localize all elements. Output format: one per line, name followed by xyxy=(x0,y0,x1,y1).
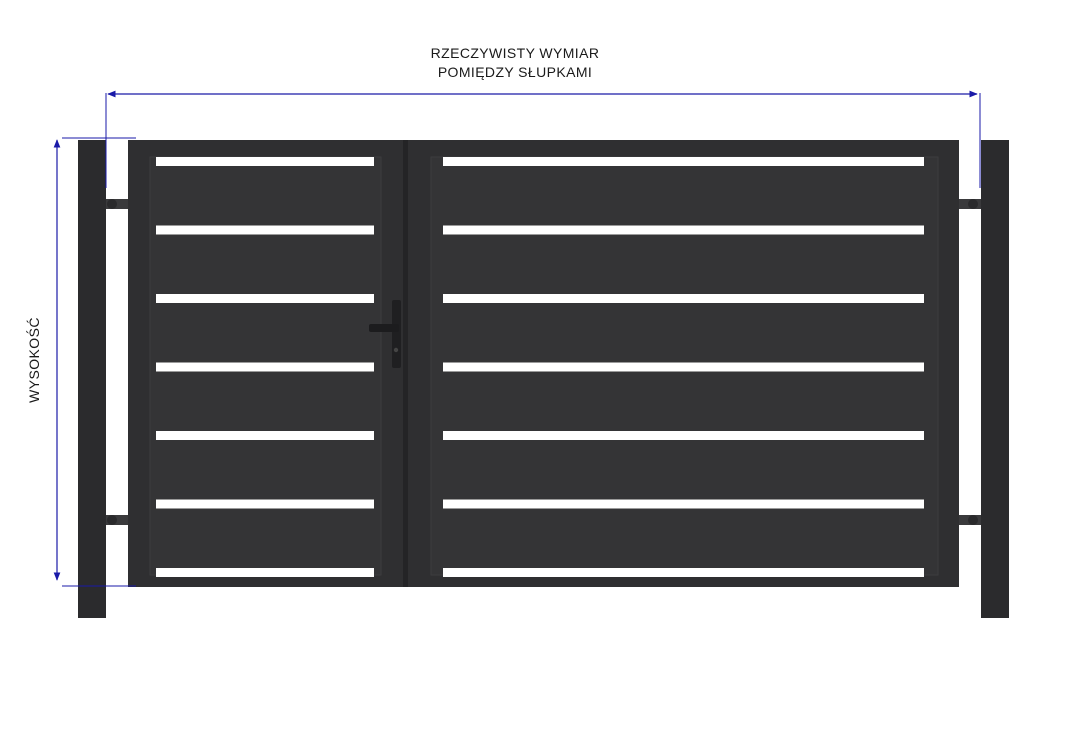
door-handle-icon xyxy=(369,300,401,368)
width-dimension-label: RZECZYWISTY WYMIAR POMIĘDZY SŁUPKAMI xyxy=(365,44,665,82)
slat-gap xyxy=(443,362,924,372)
width-label-line1: RZECZYWISTY WYMIAR xyxy=(430,45,600,61)
slat-gap xyxy=(443,225,924,235)
hinge-icon xyxy=(959,199,981,209)
slat-gap xyxy=(156,294,374,303)
hinge-icon xyxy=(959,515,981,525)
main-leaf xyxy=(408,140,959,587)
main-slat-gaps xyxy=(443,157,924,577)
hinge-icon xyxy=(106,515,128,525)
slat-gap xyxy=(443,294,924,303)
slat-gap xyxy=(156,157,374,166)
slat-gap xyxy=(156,499,374,509)
slat-gap xyxy=(443,499,924,509)
wicket-leaf xyxy=(128,140,403,587)
height-label-text: WYSOKOŚĆ xyxy=(26,317,42,403)
width-label-line2: POMIĘDZY SŁUPKAMI xyxy=(437,64,593,80)
slat-gap xyxy=(156,568,374,577)
slat-gap xyxy=(156,362,374,372)
slat-gap xyxy=(156,431,374,440)
slat-gap xyxy=(156,225,374,235)
hinge-icon xyxy=(106,199,128,209)
wicket-slat-gaps xyxy=(156,157,374,577)
slat-gap xyxy=(443,568,924,577)
left-post xyxy=(78,140,106,618)
leaf-seam xyxy=(403,140,408,587)
slat-gap xyxy=(443,157,924,166)
right-post xyxy=(981,140,1009,618)
slat-gap xyxy=(443,431,924,440)
